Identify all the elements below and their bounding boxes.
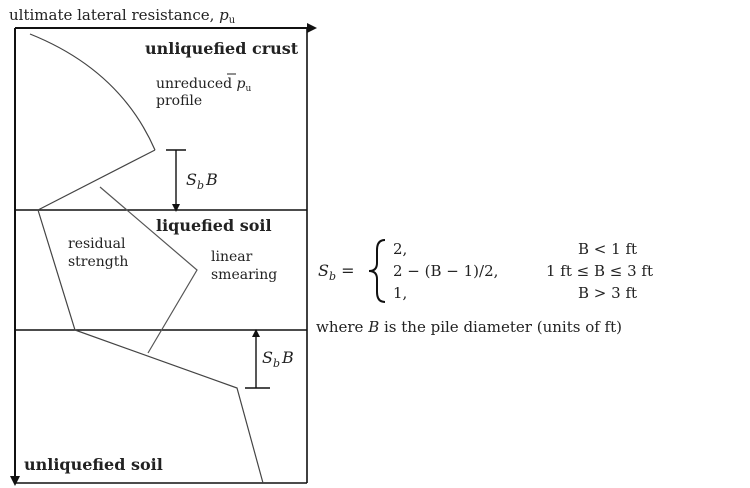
- unreduced-profile-curve: [29, 33, 156, 151]
- residual-strength-label-line1: residual: [68, 236, 126, 252]
- linear-smearing-line: [99, 186, 198, 354]
- formula-case-1-condition: B < 1 ft: [578, 240, 637, 258]
- crust-transition-line: [37, 149, 156, 211]
- formula-case-2-condition: 1 ft ≤ B ≤ 3 ft: [546, 262, 653, 280]
- linear-smearing-label-line1: linear: [211, 249, 253, 265]
- formula-case-2-value: 2 − (B − 1)/2,: [393, 262, 498, 280]
- formula-case-1-value: 2,: [393, 240, 407, 258]
- vertical-axis-arrowhead: [10, 476, 20, 486]
- layer-label-crust: unliquefied crust: [145, 39, 299, 58]
- layer-label-liquefied: liquefied soil: [156, 216, 272, 235]
- formula-case-3-condition: B > 3 ft: [578, 284, 637, 302]
- residual-strength-line: [37, 209, 264, 484]
- sb-dimension-lower-arrowhead: [252, 329, 260, 337]
- formula-brace: [368, 239, 386, 303]
- unreduced-profile-label: unreduced pu: [156, 76, 252, 94]
- formula-case-3-value: 1,: [393, 284, 407, 302]
- formula-lhs: Sb =: [318, 261, 355, 283]
- layer-label-bottom: unliquefied soil: [24, 455, 163, 474]
- sb-dimension-upper-arrowhead: [172, 204, 180, 212]
- residual-strength-label-line2: strength: [68, 254, 128, 270]
- linear-smearing-label-line2: smearing: [211, 267, 277, 283]
- axis-title: ultimate lateral resistance, pu: [9, 6, 236, 26]
- unreduced-profile-label-line2: profile: [156, 93, 202, 109]
- formula-note: where B is the pile diameter (units of f…: [316, 318, 622, 336]
- horizontal-axis-arrowhead: [307, 23, 317, 33]
